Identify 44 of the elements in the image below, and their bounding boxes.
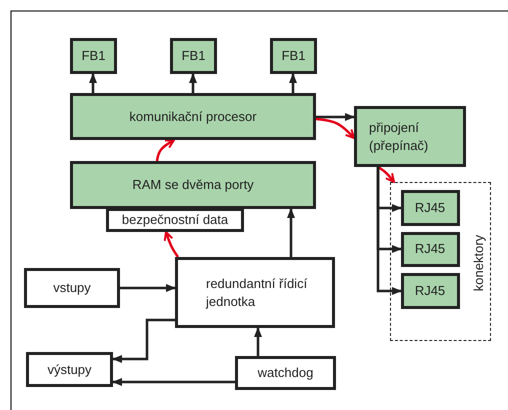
arrow [376,167,402,295]
module-box [170,38,217,74]
node-label: RJ45 [414,282,446,300]
group-label: konektory [470,234,488,292]
arrow [120,284,176,292]
node-label: RJ45 [414,240,446,258]
module-box [354,106,466,167]
node-label: watchdog [258,364,314,382]
arrow [112,318,175,363]
node-label: redundantní řídicí jednotka [206,274,308,310]
node-label: RJ45 [414,198,446,216]
module-box [70,38,117,74]
arrow [89,73,97,93]
block-box [235,356,336,390]
node-label: FB1 [182,47,206,65]
block-box [106,208,244,232]
block-box [24,268,120,308]
arrow [189,73,197,93]
arrow [316,118,355,139]
arrow [254,327,262,356]
module-box [70,161,316,209]
arrow [164,231,180,258]
arrow [156,138,175,162]
group-frame [390,182,491,341]
node-label: FB1 [282,47,306,65]
node-label: vstupy [53,279,91,297]
node-label: FB1 [82,47,106,65]
module-box [400,272,460,308]
module-box [400,232,460,266]
arrow [377,166,395,183]
node-label: RAM se dvěma porty [132,176,254,194]
node-label: bezpečnostní data [122,211,228,229]
module-box [70,93,316,140]
arrow [316,113,355,121]
block-box [175,257,335,328]
module-box [270,38,317,74]
node-label: výstupy [47,360,92,378]
node-label: komunikační procesor [129,108,257,126]
arrow [289,73,297,93]
arrow [287,208,295,257]
module-box [400,190,460,226]
arrow [112,378,235,386]
node-label: připojení (přepínač) [369,118,430,154]
block-box [26,352,113,387]
